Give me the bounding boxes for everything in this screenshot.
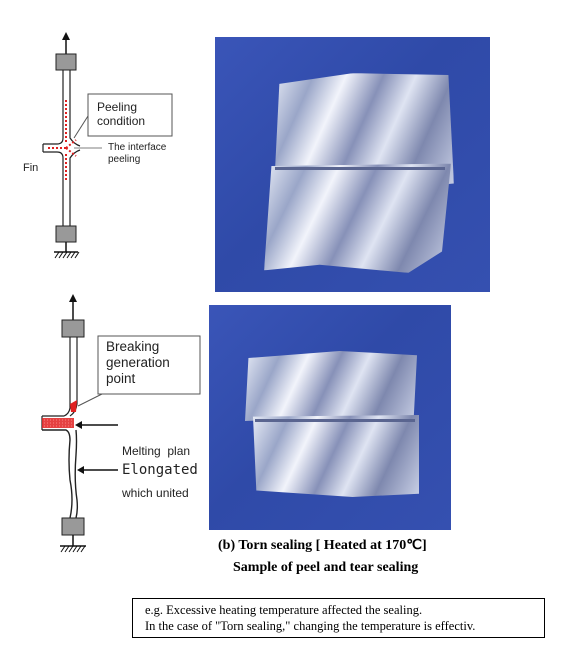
torn-sealing-caption: (b) Torn sealing [ Heated at 170℃] xyxy=(218,538,427,553)
elongated-arrow-icon xyxy=(77,466,84,474)
fin-label: Fin xyxy=(23,162,39,174)
pull-arrow-icon xyxy=(62,32,70,40)
melting-plan-label: Melting plan which united xyxy=(122,444,191,500)
melt-seal-region xyxy=(42,418,74,428)
lower-clamp xyxy=(61,517,85,536)
interface-peeling-label: The interface peeling xyxy=(108,142,167,165)
peeling-interface-line xyxy=(48,100,77,180)
pull-arrow-icon xyxy=(69,294,77,302)
breaking-point-marker xyxy=(70,400,77,412)
peel-test-diagram xyxy=(42,32,173,259)
lower-clamp xyxy=(55,225,77,243)
tear-test-diagram xyxy=(41,294,201,553)
elongated-label: Elongated xyxy=(122,462,198,478)
breaking-point-label: Breaking generation point xyxy=(106,339,170,386)
note-box: e.g. Excessive heating temperature affec… xyxy=(132,598,545,638)
peeling-condition-callout xyxy=(87,93,173,137)
breaking-point-callout xyxy=(97,335,201,395)
sample-caption: Sample of peel and tear sealing xyxy=(233,560,419,575)
note-line-2: In the case of "Torn sealing," changing … xyxy=(145,619,476,633)
upper-clamp xyxy=(61,319,85,338)
melting-arrow-icon xyxy=(75,421,82,429)
torn-sample-photo xyxy=(209,305,451,530)
peeling-condition-label: Peeling condition xyxy=(97,100,146,128)
peeled-sample-photo xyxy=(215,37,490,292)
upper-clamp xyxy=(55,53,77,71)
note-line-1: e.g. Excessive heating temperature affec… xyxy=(145,603,423,617)
